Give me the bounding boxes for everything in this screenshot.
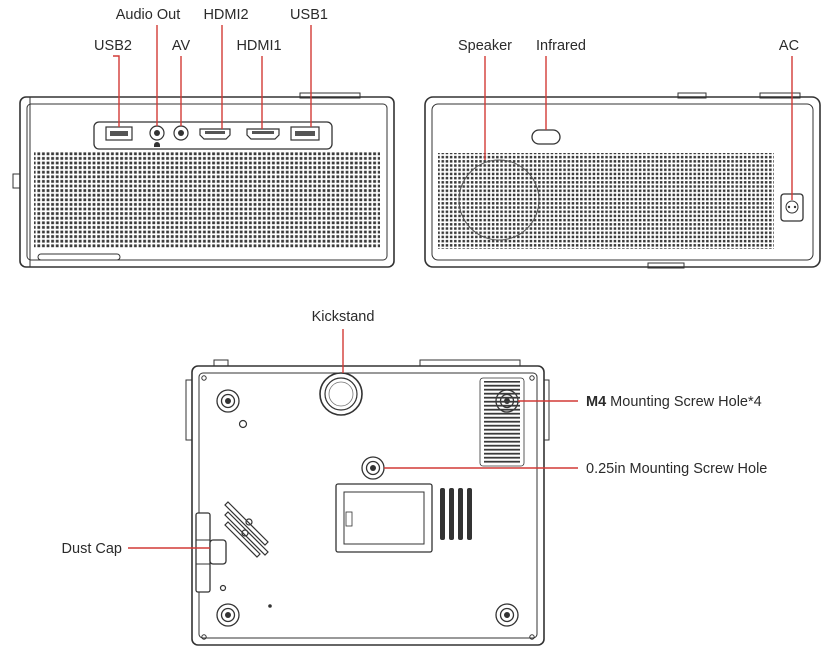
usb1-port-tongue [295,131,315,136]
front-inner-outline [26,103,388,261]
bottom-cover-plate [335,483,433,553]
back-speaker-grille [438,153,774,249]
bottom-inner-outline [198,372,538,639]
front-bottom-slot [37,253,121,261]
bottom-top-tab-right [419,359,521,367]
small-hole-lower [219,584,227,592]
kickstand-label: Kickstand [312,309,375,325]
front-view: USB2 Audio Out AV HDMI2 HDMI1 USB1 [12,7,395,268]
usb2-label: USB2 [94,38,132,54]
hdmi1-port-pins [252,131,274,134]
back-top-nub-1 [677,92,707,99]
av-label: AV [172,38,191,54]
bottom-vent-right-frame [479,377,525,467]
m4-screw-label-prefix: M4 [586,394,606,410]
av-jack-hole [178,130,184,136]
hdmi1-label: HDMI1 [236,38,281,54]
speaker-ring [458,159,540,241]
back-view: Speaker Infrared AC [424,38,821,269]
dust-cap [195,512,227,593]
ac-label: AC [779,38,799,54]
usb1-label: USB1 [290,7,328,23]
bottom-body-outline [191,365,545,646]
port-panel [93,121,333,150]
m4-screw-hole-br [495,603,519,627]
bottom-view: Kickstand M4 Mounting Screw Hole*4 0.25i… [62,309,767,646]
m4-screw-hole-bl [216,603,240,627]
front-top-nub [299,92,361,99]
bottom-right-rail [543,379,550,441]
small-dot [268,604,272,608]
dust-cap-label: Dust Cap [62,541,122,557]
m4-screw-hole-tl [216,389,240,413]
infrared-window [531,129,561,145]
speaker-label: Speaker [458,38,512,54]
hdmi2-label: HDMI2 [203,7,248,23]
audio-out-jack-hole [154,130,160,136]
m4-screw-label-rest: Mounting Screw Hole*4 [606,394,762,410]
bottom-left-rail [185,379,193,441]
diagonal-vent [224,501,269,558]
usb2-port-tongue [110,131,128,136]
audio-out-label: Audio Out [116,7,181,23]
front-speaker-grille [34,152,380,248]
back-body-outline [424,96,821,268]
usb2-callout-line [113,55,120,127]
corner-screw-tl [201,375,207,381]
kickstand [319,372,363,416]
back-bottom-foot [647,262,685,269]
bottom-vent-right [484,381,520,463]
corner-screw-tr [529,375,535,381]
corner-screw-bl [201,634,207,640]
ac-pin-left [787,205,791,209]
ac-pin-right [793,205,797,209]
ac-socket-plug [785,200,799,214]
back-top-nub-2 [759,92,801,99]
m4-screw-label: M4 Mounting Screw Hole*4 [586,394,762,410]
infrared-label: Infrared [536,38,586,54]
bottom-top-tab-left [213,359,229,367]
front-side-knob [12,173,21,189]
back-inner-outline [431,103,814,261]
headphone-icon [154,142,160,147]
bottom-vent-middle [440,488,472,540]
corner-screw-br [529,634,535,640]
quarter-inch-screw-hole [361,456,385,480]
small-hole-upper [238,419,248,429]
hdmi2-port-pins [205,131,225,134]
quarter-inch-screw-label: 0.25in Mounting Screw Hole [586,461,767,477]
